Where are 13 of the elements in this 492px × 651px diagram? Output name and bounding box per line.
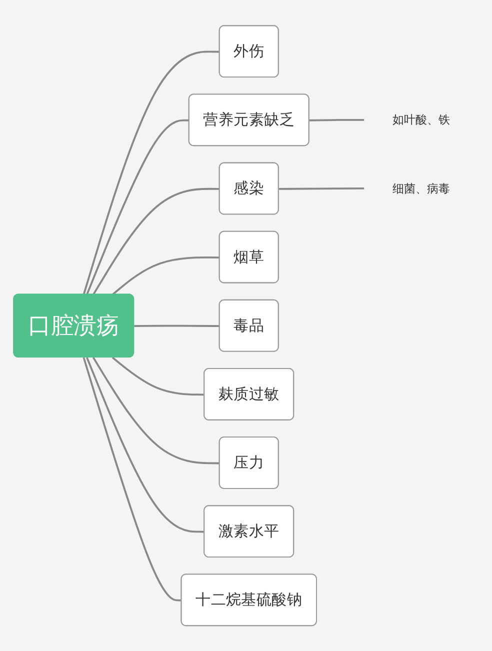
connector [278,187,364,190]
node-text: 细菌、病毒 [392,182,450,196]
connector [112,256,220,296]
connector [82,50,220,295]
node-text: 如叶酸、铁 [392,113,450,126]
connector [309,118,364,122]
connector [134,324,220,327]
connector [86,357,205,533]
connector [86,119,190,295]
connector [92,188,220,296]
connector [112,356,205,396]
connector [92,356,220,464]
connector [82,357,182,602]
